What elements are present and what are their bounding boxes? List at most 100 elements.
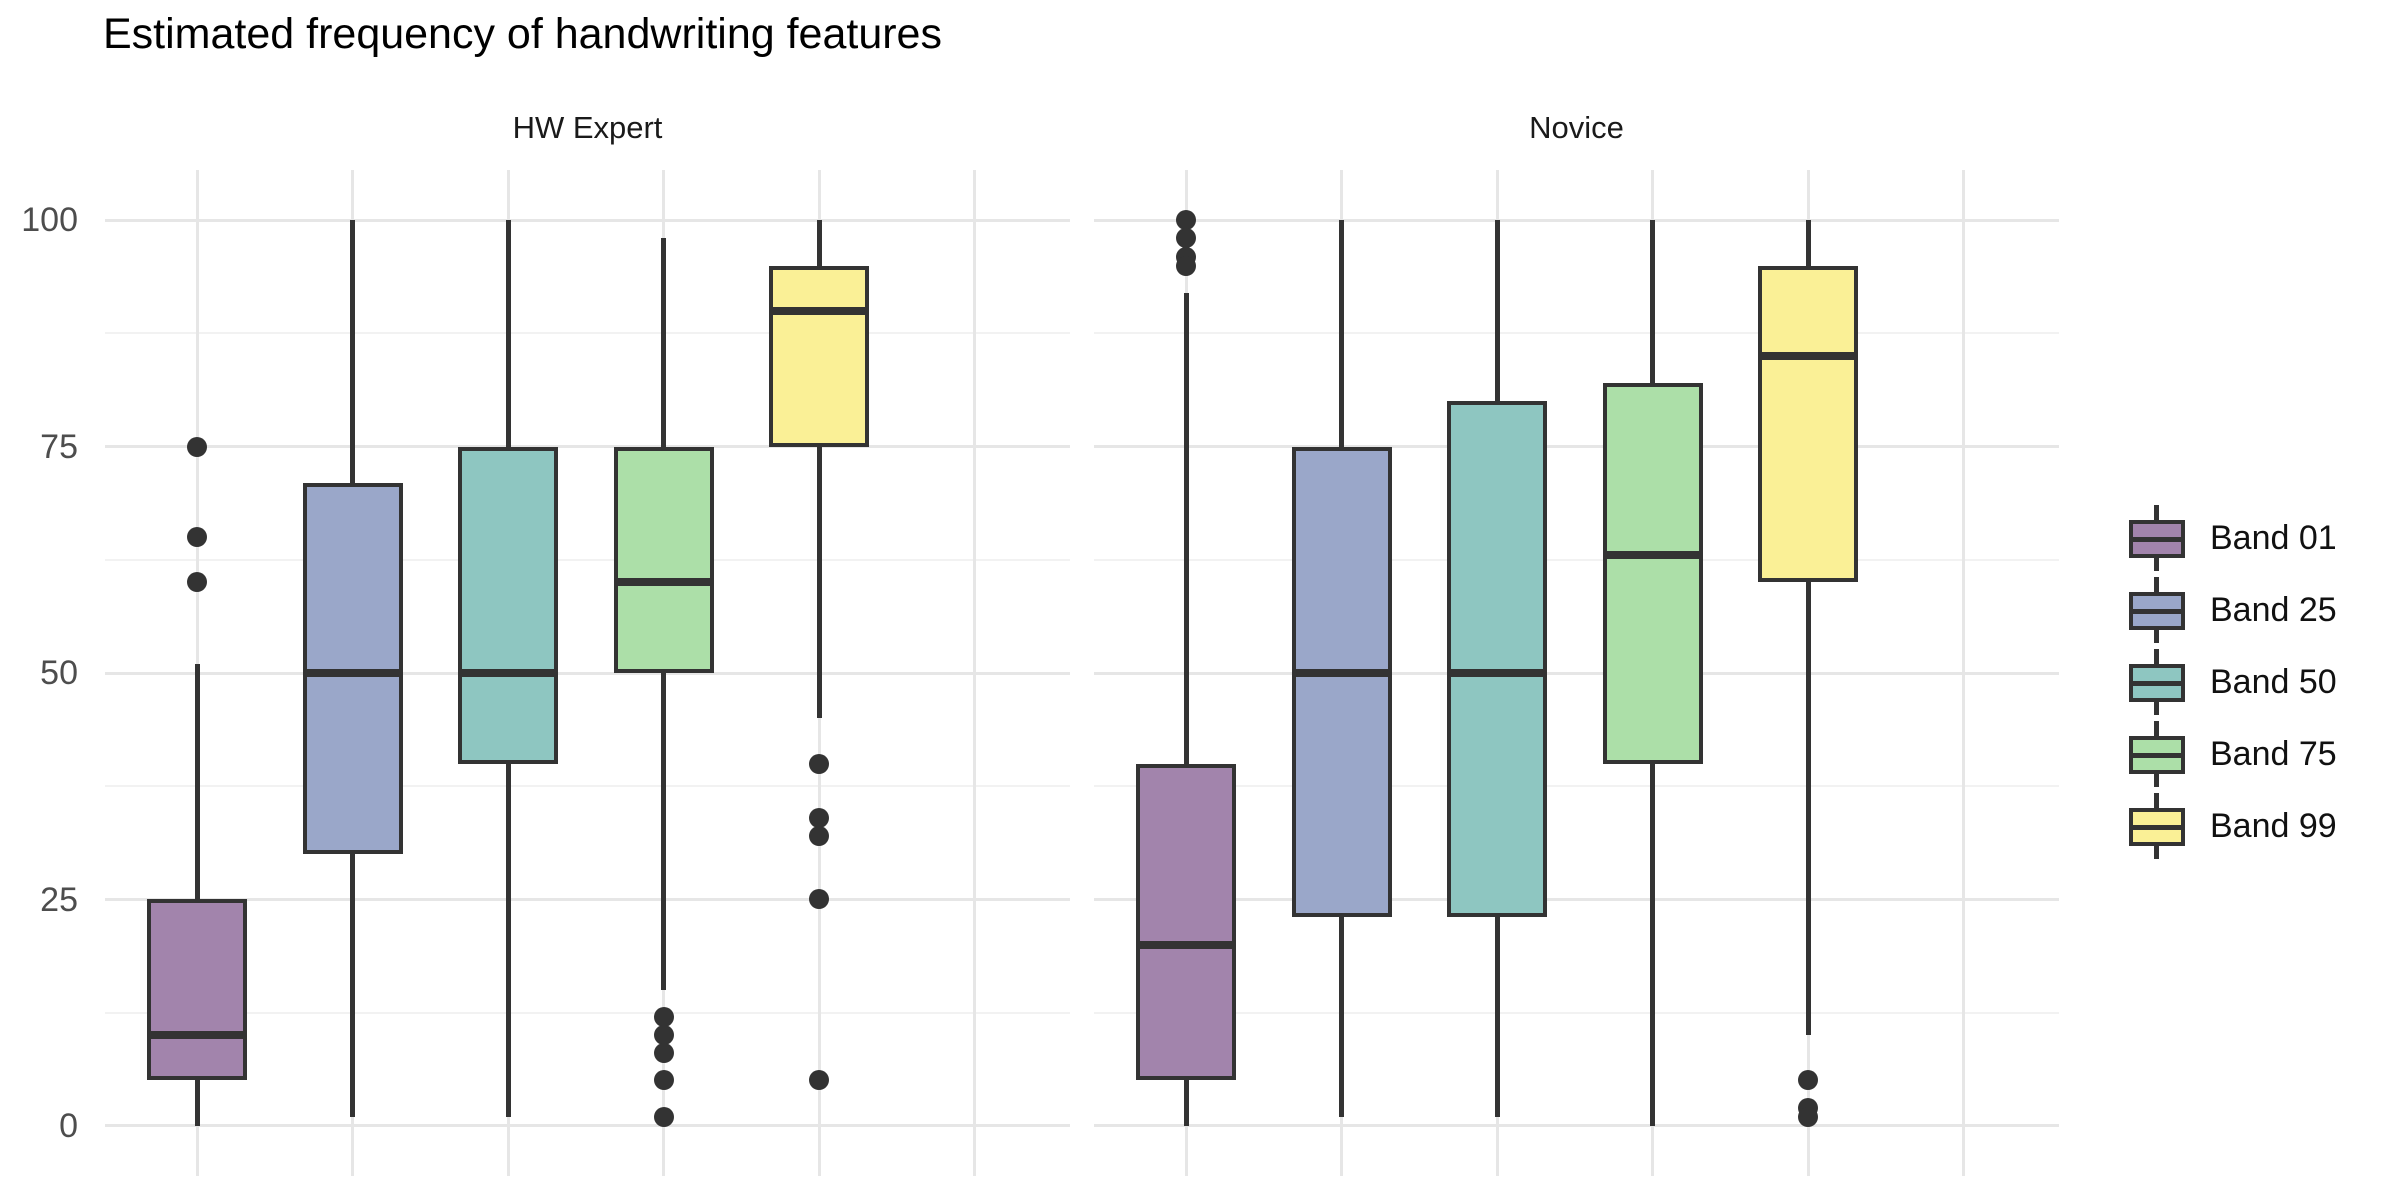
outlier-dot: [809, 753, 829, 774]
legend-key-boxplot-icon: [2128, 791, 2186, 861]
facet-panel-novice: [1094, 170, 2059, 1176]
gridline-minor: [105, 558, 1070, 561]
gridline-minor: [105, 1011, 1070, 1014]
whisker-upper: [1805, 220, 1811, 266]
box-iqr: [302, 482, 403, 855]
outlier-dot: [653, 1007, 674, 1028]
box-iqr: [769, 265, 869, 447]
gridline-minor: [1094, 558, 2059, 561]
box-iqr: [1602, 383, 1703, 764]
gridline-major: [1094, 445, 2059, 449]
whisker-upper: [1339, 220, 1344, 447]
median-line: [769, 306, 869, 315]
median-line: [1758, 352, 1858, 361]
outlier-dot: [1176, 255, 1196, 276]
gridline-minor: [1094, 332, 2059, 335]
whisker-upper: [1494, 220, 1500, 402]
legend-key-boxplot-icon: [2128, 647, 2186, 717]
outlier-dot: [1176, 228, 1196, 249]
gridline-major: [1094, 1124, 2059, 1128]
y-tick-label-50: 50: [40, 654, 78, 692]
outlier-dot: [653, 1025, 674, 1046]
whisker-upper: [1183, 292, 1189, 764]
legend-key-median: [2129, 753, 2185, 758]
whisker-lower: [1805, 582, 1811, 1036]
gridline-major: [105, 671, 1070, 675]
legend-label: Band 75: [2210, 734, 2337, 773]
legend-key-median: [2129, 537, 2185, 542]
whisker-lower: [1494, 917, 1500, 1117]
whisker-lower: [1650, 763, 1655, 1126]
outlier-dot: [1798, 1070, 1818, 1091]
facet-label-novice: Novice: [1529, 110, 1624, 145]
whisker-upper: [505, 220, 511, 447]
legend-item-band-99: Band 99: [2128, 790, 2398, 862]
gridline-major: [1094, 218, 2059, 222]
outlier-dot: [809, 825, 829, 846]
outlier-dot: [1176, 210, 1196, 231]
whisker-upper: [1650, 220, 1655, 384]
whisker-lower: [816, 446, 822, 719]
gridline-minor: [1094, 1011, 2059, 1014]
whisker-lower: [350, 854, 355, 1117]
median-line: [1447, 669, 1547, 677]
y-tick-label-25: 25: [40, 881, 78, 919]
outlier-dot: [1798, 1106, 1818, 1127]
legend-item-band-01: Band 01: [2128, 502, 2398, 574]
legend-key-median: [2129, 609, 2185, 614]
legend-key-boxplot-icon: [2128, 503, 2186, 573]
whisker-lower: [194, 1080, 200, 1126]
outlier-dot: [809, 889, 829, 910]
median-line: [147, 1031, 247, 1040]
legend-label: Band 25: [2210, 590, 2337, 629]
y-axis: 100 75 50 25 0: [0, 0, 78, 1200]
outlier-dot: [187, 436, 207, 457]
median-line: [1291, 669, 1392, 677]
legend-key-median: [2129, 681, 2185, 686]
outlier-dot: [653, 1043, 674, 1064]
box-iqr: [1291, 446, 1392, 918]
whisker-lower: [505, 763, 511, 1117]
gridline-major: [105, 218, 1070, 222]
whisker-upper: [816, 220, 822, 266]
median-line: [302, 669, 403, 677]
median-line: [1602, 551, 1703, 560]
y-tick-label-75: 75: [40, 428, 78, 466]
outlier-dot: [809, 807, 829, 828]
legend-label: Band 50: [2210, 662, 2337, 701]
legend-item-band-75: Band 75: [2128, 718, 2398, 790]
box-iqr: [613, 446, 714, 673]
whisker-lower: [1183, 1080, 1189, 1126]
outlier-dot: [187, 572, 207, 593]
box-iqr: [1758, 265, 1858, 583]
legend: Band 01 Band 25 Band 50 Band 75 Band 99: [2128, 502, 2398, 862]
gridline-major: [105, 1124, 1070, 1128]
legend-key-median: [2129, 825, 2185, 830]
legend-label: Band 99: [2210, 806, 2337, 845]
gridline-minor: [1094, 785, 2059, 788]
chart-title: Estimated frequency of handwriting featu…: [103, 10, 942, 58]
whisker-upper: [350, 220, 355, 483]
whisker-upper: [661, 238, 666, 447]
legend-item-band-25: Band 25: [2128, 574, 2398, 646]
median-line: [613, 578, 714, 587]
legend-key-boxplot-icon: [2128, 575, 2186, 645]
gridline-minor: [105, 332, 1070, 335]
median-line: [458, 669, 558, 677]
whisker-lower: [661, 673, 666, 990]
gridline-vertical: [973, 170, 976, 1176]
legend-key-boxplot-icon: [2128, 719, 2186, 789]
whisker-upper: [194, 663, 200, 900]
gridline-major: [105, 445, 1070, 449]
facet-label-hw-expert: HW Expert: [512, 110, 663, 145]
y-tick-label-0: 0: [59, 1107, 78, 1145]
median-line: [1136, 940, 1236, 949]
box-iqr: [458, 446, 558, 764]
facet-panel-hw-expert: [105, 170, 1070, 1176]
outlier-dot: [187, 527, 207, 548]
outlier-dot: [653, 1070, 674, 1091]
box-iqr: [1447, 401, 1547, 918]
gridline-vertical: [1962, 170, 1965, 1176]
gridline-major: [1094, 897, 2059, 901]
